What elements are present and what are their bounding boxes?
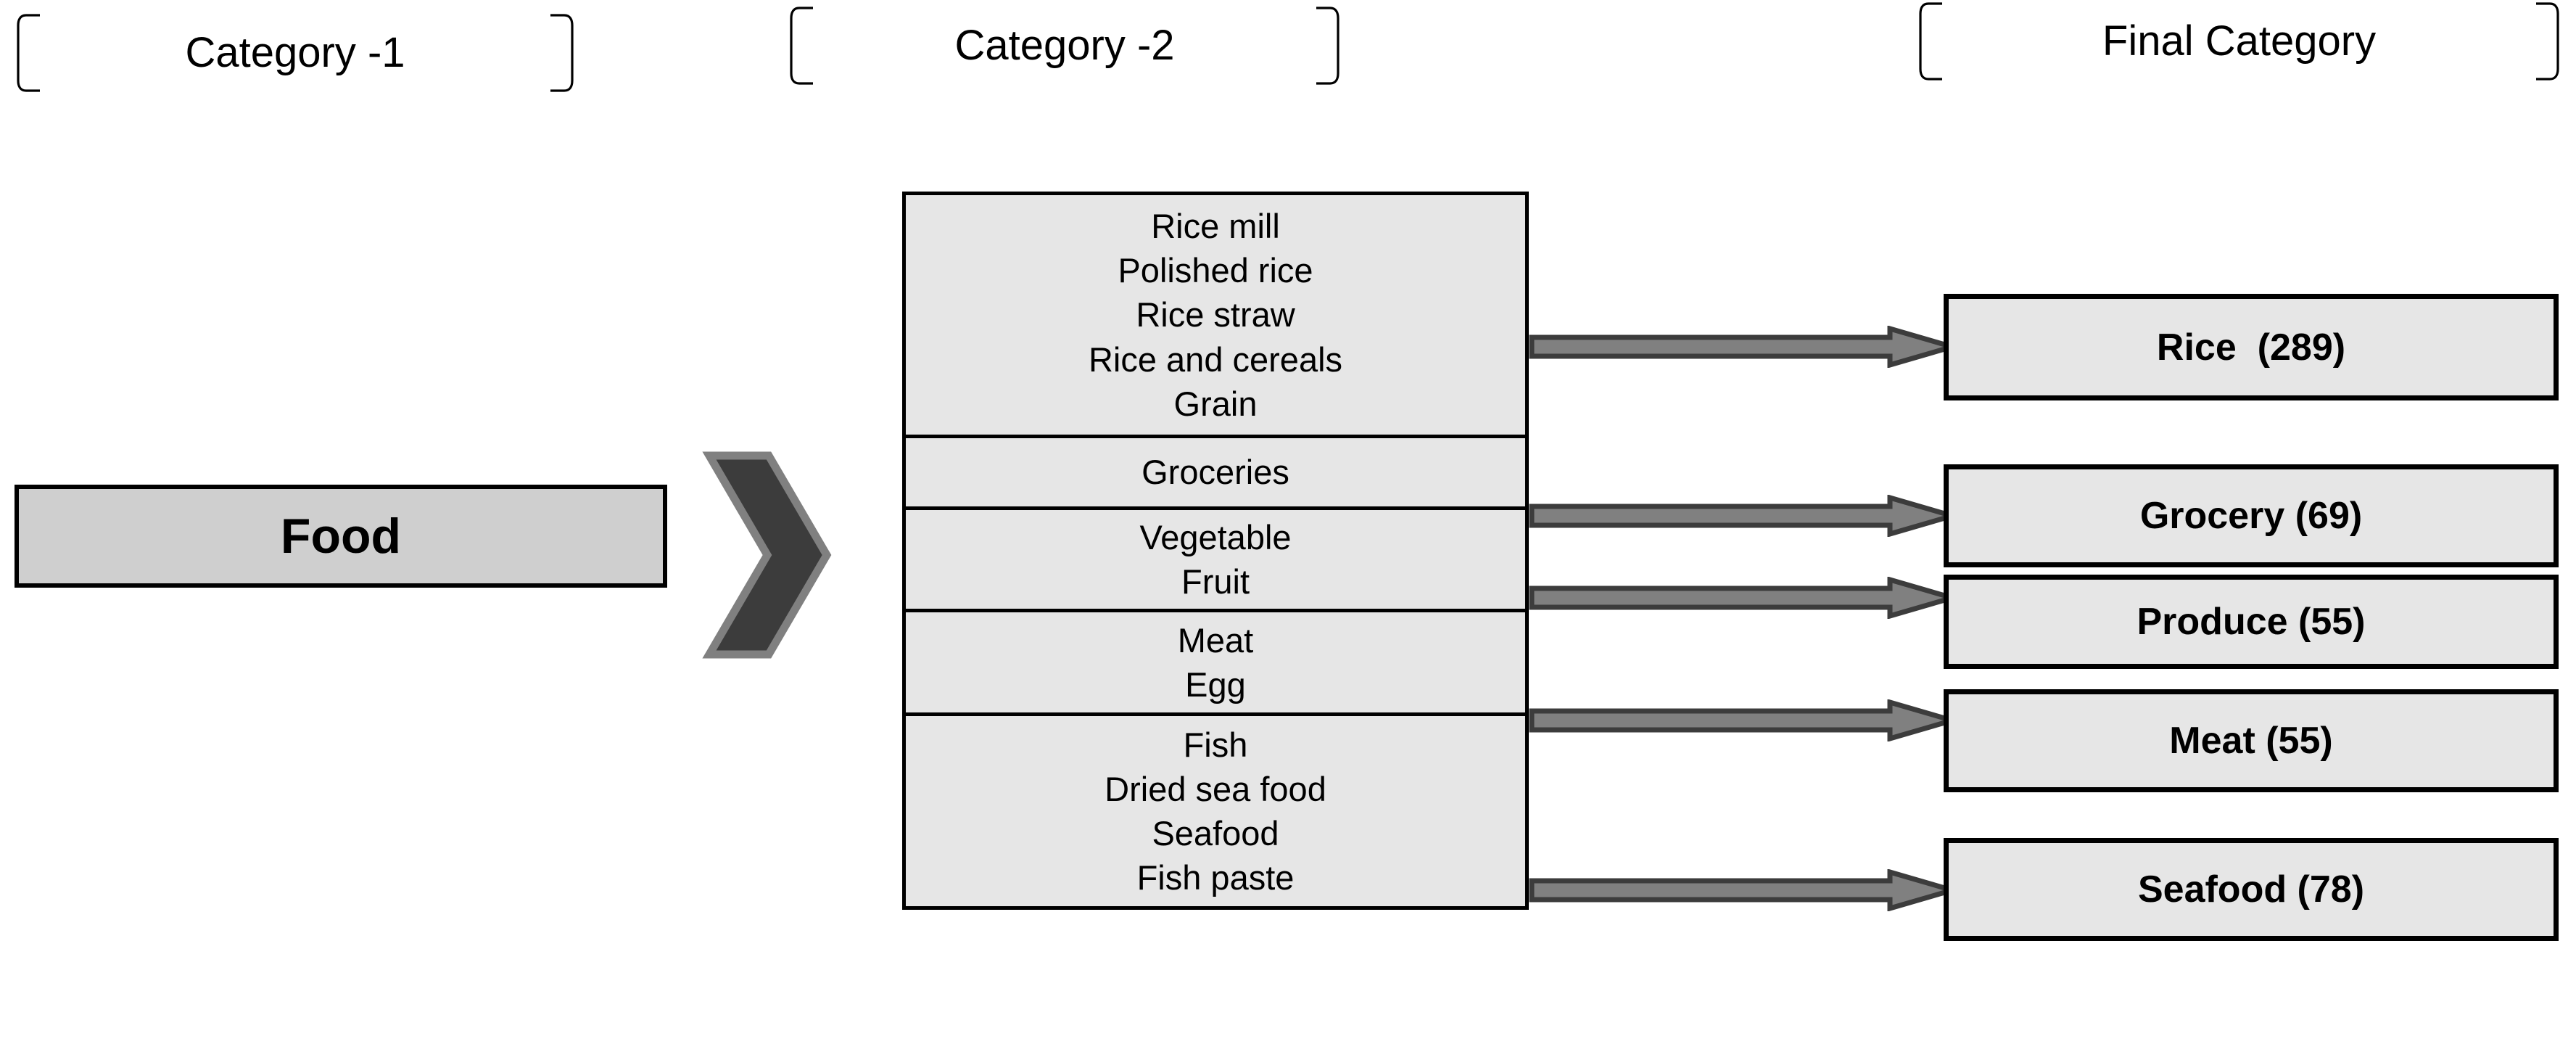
final-category-box-produce[interactable]: Produce (55) (1944, 575, 2559, 669)
final-category-label: Produce (55) (2137, 601, 2366, 643)
arrow-right-icon-seafood (1529, 869, 1955, 911)
final-category-box-seafood[interactable]: Seafood (78) (1944, 838, 2559, 941)
bracket-right-icon (1316, 6, 1340, 86)
category-2-group-meat[interactable]: Meat Egg (902, 609, 1529, 716)
category-2-item: Rice and cereals (1088, 340, 1343, 379)
bracket-left-icon (16, 13, 41, 93)
category-2-item: Vegetable (1139, 517, 1292, 556)
header-final-category: Final Category (1918, 1, 2560, 81)
category-2-group-seafood[interactable]: Fish Dried sea food Seafood Fish paste (902, 712, 1529, 910)
header-category-2: Category -2 (789, 6, 1340, 86)
arrow-right-icon-grocery (1529, 495, 1955, 537)
final-category-box-meat[interactable]: Meat (55) (1944, 689, 2559, 792)
category-2-item: Polished rice (1118, 251, 1313, 290)
category-2-item: Fish (1183, 725, 1248, 764)
header-category-2-label: Category -2 (954, 22, 1175, 69)
category-1-food-label: Food (280, 509, 402, 564)
arrow-right-icon-rice (1529, 326, 1955, 368)
category-2-group-produce[interactable]: Vegetable Fruit (902, 506, 1529, 612)
final-category-box-grocery[interactable]: Grocery (69) (1944, 464, 2559, 567)
bracket-left-icon (789, 6, 814, 86)
final-category-label: Rice (289) (2156, 326, 2346, 369)
category-2-stack: Rice mill Polished rice Rice straw Rice … (902, 192, 1529, 1048)
header-category-1: Category -1 (16, 13, 574, 93)
header-final-category-label: Final Category (2102, 17, 2377, 65)
category-2-item: Seafood (1152, 814, 1279, 852)
category-2-item: Egg (1185, 665, 1246, 704)
category-2-group-groceries[interactable]: Groceries (902, 435, 1529, 510)
final-category-label: Seafood (78) (2137, 868, 2365, 911)
category-2-item: Meat (1177, 620, 1254, 659)
category-2-item: Fish paste (1136, 858, 1295, 897)
category-2-item: Dried sea food (1105, 769, 1326, 808)
bracket-right-icon (550, 13, 574, 93)
category-2-item: Groceries (1142, 453, 1289, 492)
final-category-box-rice[interactable]: Rice (289) (1944, 294, 2559, 400)
header-category-1-label: Category -1 (185, 29, 405, 76)
chevron-right-icon (702, 450, 833, 660)
arrow-right-icon-meat (1529, 699, 1955, 741)
category-2-item: Grain (1173, 384, 1258, 423)
category-2-group-rice[interactable]: Rice mill Polished rice Rice straw Rice … (902, 192, 1529, 438)
category-2-item: Fruit (1181, 562, 1250, 601)
final-category-label: Meat (55) (2169, 720, 2333, 762)
category-2-item: Rice mill (1151, 207, 1280, 246)
arrow-right-icon-produce (1529, 577, 1955, 619)
bracket-right-icon (2535, 1, 2560, 81)
bracket-left-icon (1918, 1, 1943, 81)
category-2-item: Rice straw (1136, 295, 1295, 334)
category-1-food-box[interactable]: Food (15, 485, 667, 588)
final-category-label: Grocery (69) (2139, 495, 2363, 537)
